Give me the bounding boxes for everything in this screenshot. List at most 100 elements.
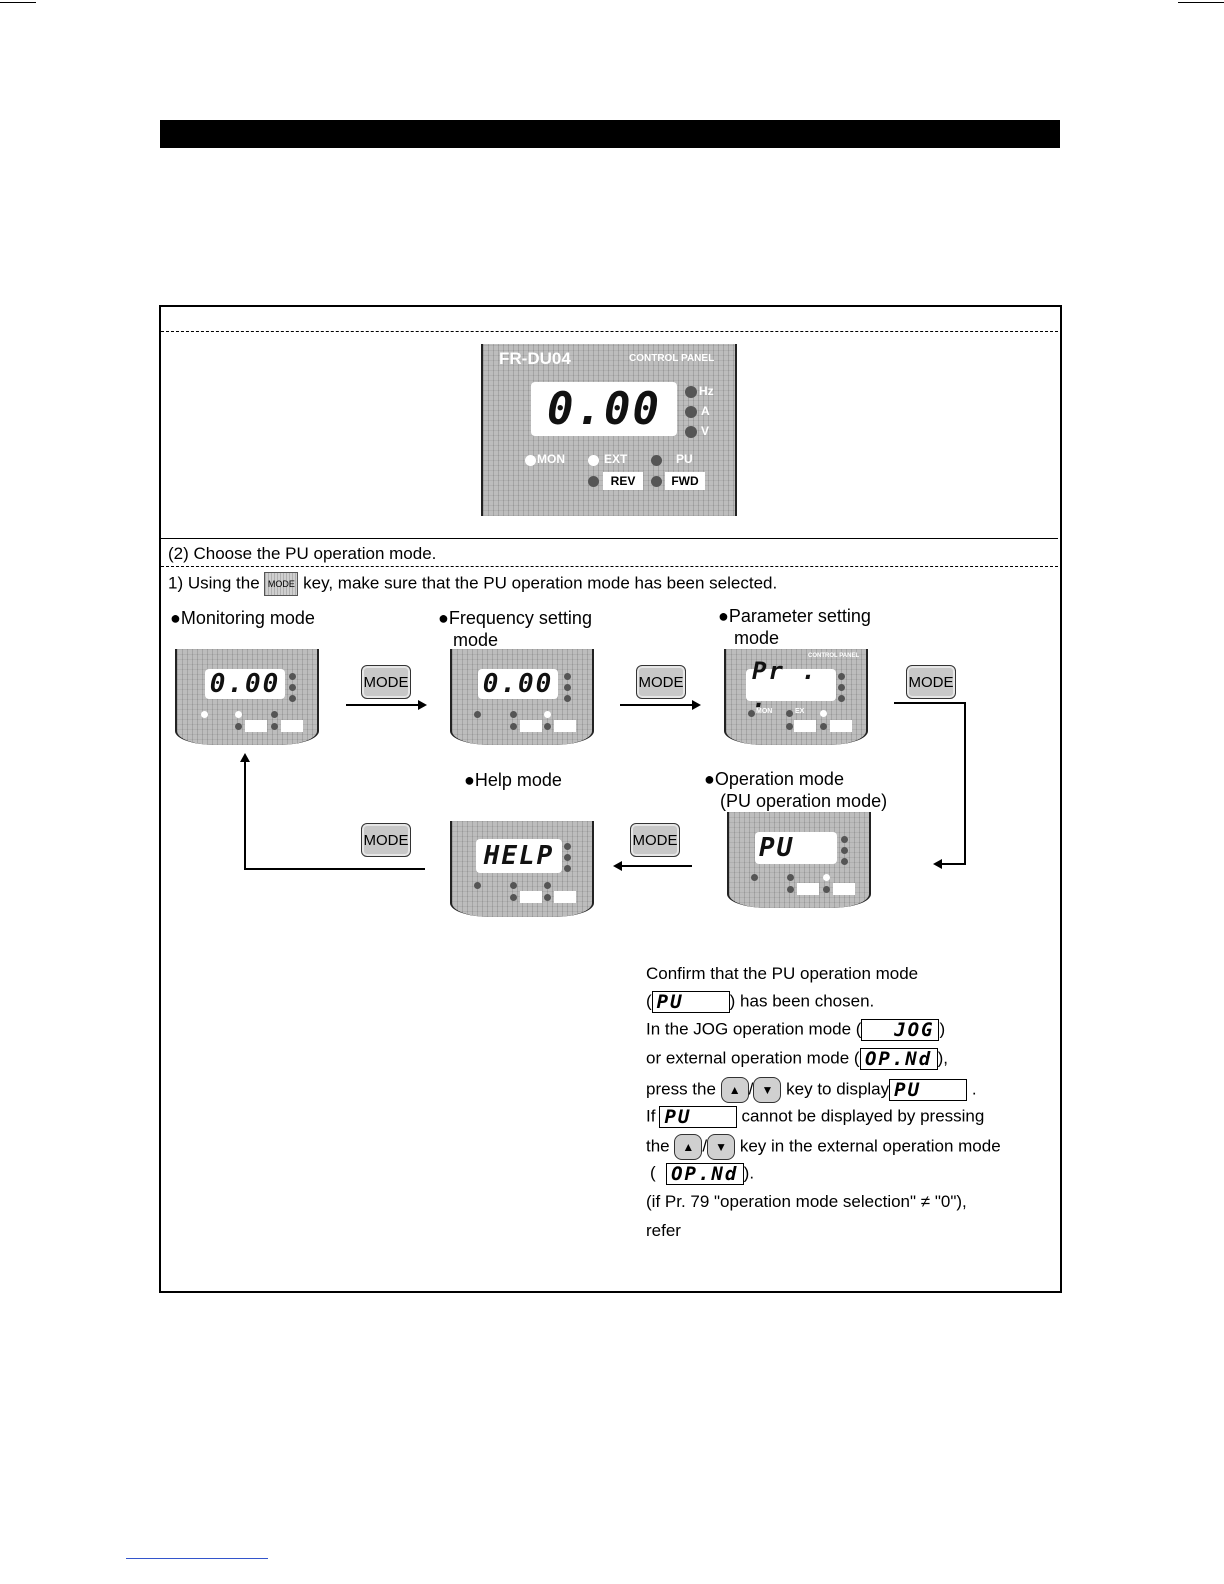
mode-key-operation-to-help[interactable]: MODE xyxy=(630,823,680,857)
rev-label-box: REV xyxy=(603,472,643,490)
confirm-l8-post: ). xyxy=(743,1163,755,1183)
help-fwd-led xyxy=(544,894,551,901)
operation-led-3 xyxy=(841,858,848,865)
pu-led xyxy=(651,455,662,466)
arrow-frequency-to-parameter xyxy=(620,704,694,706)
parameter-led-2 xyxy=(838,684,845,691)
frequency-rev-led xyxy=(510,723,517,730)
frequency-led-1 xyxy=(564,673,571,680)
parameter-rev-box xyxy=(794,720,816,732)
parameter-pu-led xyxy=(820,710,827,717)
monitoring-led-2 xyxy=(289,684,296,691)
up-key-icon[interactable]: ▲ xyxy=(720,1077,749,1103)
arrowhead-right-2 xyxy=(692,700,701,710)
arrow-monitor-to-frequency xyxy=(346,704,420,706)
down-key-icon-2[interactable]: ▼ xyxy=(707,1134,736,1160)
monitoring-rev-box xyxy=(245,720,267,732)
arrowhead-right-1 xyxy=(418,700,427,710)
seg-display-pu-3: PU xyxy=(659,1106,738,1128)
monitoring-mon-led xyxy=(201,711,208,718)
confirm-l6-post: cannot be displayed by pressing xyxy=(741,1106,985,1126)
unit-a-label: A xyxy=(701,404,710,418)
help-rev-led xyxy=(510,894,517,901)
mode-key-icon: MODE xyxy=(264,572,299,596)
fwd-label-box: FWD xyxy=(665,472,705,490)
operation-mode-title-2: (PU operation mode) xyxy=(720,791,888,811)
frequency-mode-title-1: ●Frequency setting xyxy=(438,608,592,628)
operation-mon-led xyxy=(751,874,758,881)
panel-brand-label: CONTROL PANEL xyxy=(629,353,715,364)
parameter-led-1 xyxy=(838,673,845,680)
confirm-l3-pre: In the JOG operation mode ( xyxy=(646,1019,862,1039)
operation-rev-led xyxy=(787,886,794,893)
parameter-mon-led xyxy=(748,710,755,717)
divider-solid xyxy=(161,538,1058,539)
confirm-line-3: In the JOG operation mode (JOG) xyxy=(646,1019,945,1041)
operation-mode-panel: PU xyxy=(727,812,871,908)
monitoring-rev-led xyxy=(235,723,242,730)
help-pu-led xyxy=(544,882,551,889)
fwd-label: FWD xyxy=(671,474,699,488)
frequency-ext-led xyxy=(510,711,517,718)
confirm-l2-pre: ( xyxy=(646,991,652,1011)
rev-led xyxy=(588,476,599,487)
frequency-fwd-led xyxy=(544,723,551,730)
confirm-l6-pre: If xyxy=(646,1106,656,1126)
hz-led xyxy=(685,386,697,398)
procedure-box xyxy=(159,305,1062,1293)
parameter-mon-label: MON xyxy=(756,708,773,715)
divider-dashed-step2 xyxy=(161,566,1058,567)
pu-label: PU xyxy=(676,452,693,466)
seg-display-pu-2: PU xyxy=(889,1079,968,1101)
confirm-line-9: (if Pr. 79 "operation mode selection" ≠ … xyxy=(646,1192,967,1211)
a-led xyxy=(685,406,697,418)
operation-display: PU xyxy=(755,832,837,864)
mode-key-monitor-to-frequency[interactable]: MODE xyxy=(361,665,411,699)
parameter-fwd-led xyxy=(820,723,827,730)
monitoring-fwd-box xyxy=(281,720,303,732)
seg-display-pu-1: PU xyxy=(651,991,730,1013)
monitoring-ext-led xyxy=(235,711,242,718)
seg-display-opnd-1: OP.Nd xyxy=(859,1048,938,1070)
arrow-parameter-down xyxy=(964,702,966,865)
footer-underline xyxy=(126,1558,268,1559)
up-key-icon-2[interactable]: ▲ xyxy=(674,1134,703,1160)
parameter-mode-title-2: mode xyxy=(734,628,780,648)
help-led-1 xyxy=(564,843,571,850)
step2-instruction: 1) Using the MODE key, make sure that th… xyxy=(168,572,777,596)
mode-key-parameter-to-operation[interactable]: MODE xyxy=(906,665,956,699)
step2-heading: (2) Choose the PU operation mode. xyxy=(168,544,437,563)
help-led-3 xyxy=(564,865,571,872)
parameter-led-3 xyxy=(838,695,845,702)
monitoring-led-1 xyxy=(289,673,296,680)
divider-dashed-top xyxy=(161,331,1058,332)
seg-display-jog: JOG xyxy=(861,1019,940,1041)
mode-key-frequency-to-parameter[interactable]: MODE xyxy=(636,665,686,699)
frequency-fwd-box xyxy=(554,720,576,732)
confirm-line-7: the ▲/▼ key in the external operation mo… xyxy=(646,1134,1001,1160)
control-panel-large: FR-DU04 CONTROL PANEL 0.00 Hz A V MON EX… xyxy=(481,344,737,516)
confirm-l7-pre: the xyxy=(646,1136,670,1156)
operation-rev-box xyxy=(797,883,819,895)
frequency-display: 0.00 xyxy=(478,669,558,699)
monitoring-display: 0.00 xyxy=(205,669,285,699)
corner-mark-right xyxy=(1178,2,1224,3)
rev-label: REV xyxy=(610,474,636,488)
arrow-up-to-monitor xyxy=(244,762,246,870)
parameter-rev-led xyxy=(786,723,793,730)
parameter-fwd-box xyxy=(830,720,852,732)
operation-ext-led xyxy=(787,874,794,881)
arrowhead-left-help xyxy=(613,861,622,871)
mode-key-help-to-monitor[interactable]: MODE xyxy=(361,823,411,857)
arrow-help-out xyxy=(245,868,425,870)
instruction-after: key, make sure that the PU operation mod… xyxy=(303,573,778,593)
confirm-line-4: or external operation mode (OP.Nd), xyxy=(646,1048,948,1070)
monitoring-pu-led xyxy=(271,711,278,718)
confirm-l4-pre: or external operation mode ( xyxy=(646,1048,860,1068)
help-mode-title: ●Help mode xyxy=(464,770,562,790)
instruction-before: 1) Using the xyxy=(168,573,260,593)
arrow-parameter-out xyxy=(894,702,966,704)
down-key-icon[interactable]: ▼ xyxy=(753,1077,782,1103)
operation-led-2 xyxy=(841,847,848,854)
